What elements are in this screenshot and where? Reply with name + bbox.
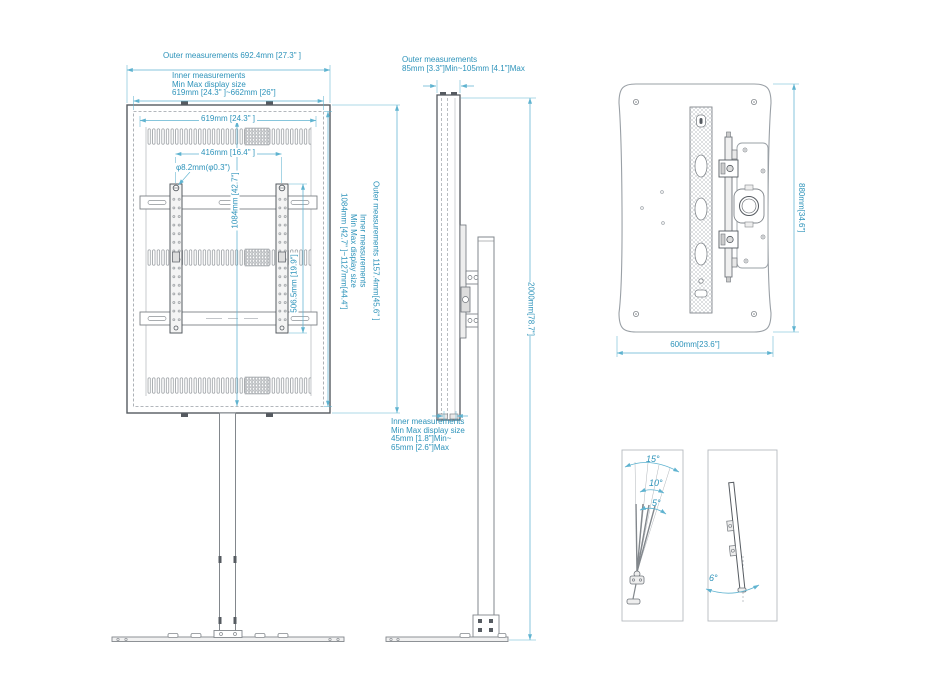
front-right-inner-line1: Inner measurements xyxy=(358,214,368,288)
front-inner-dashed xyxy=(133,111,324,407)
column-channel xyxy=(689,106,713,314)
back-dimension-lines xyxy=(616,83,799,357)
front-base xyxy=(111,630,345,642)
vesa-bracket-left xyxy=(169,183,183,334)
front-right-inner-line2: Min Max display size xyxy=(349,214,358,288)
dim-880-label: 880mm[34.6"] xyxy=(797,183,806,233)
tilt-angle-15-label: 15° xyxy=(646,454,660,464)
dim-1084-label: 1084mm [42.7"] xyxy=(230,170,240,231)
tilt-diagram-side xyxy=(705,449,778,622)
side-dimension-lines xyxy=(423,80,536,641)
tilt-diagram-front xyxy=(621,449,684,622)
side-inner-label-4: 65mm [2.6"]Max xyxy=(391,442,449,452)
front-pole xyxy=(218,412,237,638)
vent-row-top xyxy=(147,127,311,146)
dim-600-label: 600mm[23.6"] xyxy=(668,340,722,349)
front-rail-lower xyxy=(139,311,318,326)
side-base xyxy=(385,614,509,642)
side-inner-label-2: Min Max display size xyxy=(391,425,465,435)
dim-2000-label: 2000mm[78.7"] xyxy=(524,282,538,336)
tilted-panel xyxy=(726,481,746,591)
side-pole xyxy=(477,236,495,638)
front-right-outer-label: Outer measurements 1157.4mm[45.6" ] xyxy=(371,181,381,321)
side-outer-label-2: 85mm [3.3"]Min~105mm [4.1"]Max xyxy=(402,63,525,73)
front-inner-range-label: 619mm [24.3" ]~662mm [26"] xyxy=(172,88,276,97)
side-inner-label-1: Inner measurements xyxy=(391,417,465,426)
tilt-angle-5-label: 5° xyxy=(652,498,661,508)
back-view-drawing xyxy=(618,83,772,333)
side-mount-bracket xyxy=(459,224,481,339)
tilt-angle-6-label: 6° xyxy=(709,573,718,583)
dim-506-label: 506.5mm [19.9"] xyxy=(289,252,299,315)
dim-619-label: 619mm [24.3" ] xyxy=(199,114,257,123)
front-right-inner-block: Inner measurements Min Max display size … xyxy=(339,135,368,367)
tilt-angle-10-label: 10° xyxy=(649,478,663,488)
front-dimension-lines xyxy=(126,65,400,414)
vent-row-bottom xyxy=(147,376,311,395)
side-outer-label-1: Outer measurements xyxy=(402,55,478,64)
front-inner-measurements-label: Inner measurements xyxy=(172,71,246,80)
front-outer-width-label: Outer measurements 692.4mm [27.3" ] xyxy=(162,51,301,60)
side-inner-label-3: 45mm [1.8"]Min~ xyxy=(391,434,452,443)
front-rail-upper xyxy=(139,195,318,210)
front-view-drawing xyxy=(111,101,345,642)
front-minmax-label: Min Max display size xyxy=(172,79,246,89)
vent-row-middle xyxy=(147,248,311,267)
front-right-inner-line3: 1084mm [42.7" ]~1127mm[44.4"] xyxy=(339,192,349,310)
vesa-bracket-right xyxy=(275,183,289,334)
dim-hole-label: φ8.2mm(φ0.3") xyxy=(173,163,233,172)
side-view-drawing xyxy=(385,92,509,642)
tilt-mechanism xyxy=(718,131,769,283)
side-enclosure xyxy=(436,94,461,421)
dim-416-label: 416mm [16.4" ] xyxy=(199,148,257,157)
